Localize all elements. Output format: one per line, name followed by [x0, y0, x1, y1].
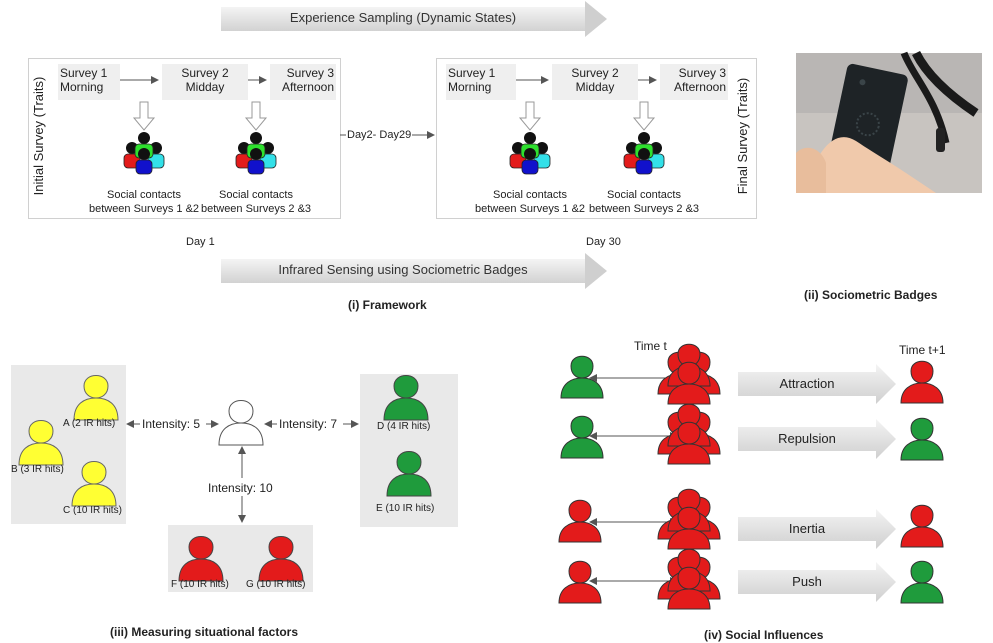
- day1-contacts-1: Social contacts between Surveys 1 &2: [84, 188, 204, 216]
- survey-title: Survey 2: [571, 66, 619, 80]
- contacts-line1: Social contacts: [607, 189, 681, 201]
- inertia-label: Inertia: [788, 521, 826, 536]
- day30-survey3: Survey 3 Afternoon: [660, 64, 728, 100]
- intensity-left-label: Intensity: 5: [142, 417, 201, 431]
- time-t1-label: Time t+1: [899, 343, 946, 357]
- label-c: C (10 IR hits): [63, 505, 122, 516]
- survey-time: Morning: [448, 80, 492, 94]
- survey-time: Morning: [60, 80, 104, 94]
- time-t-label: Time t: [634, 339, 667, 353]
- contacts-line1: Social contacts: [219, 189, 293, 201]
- label-g: G (10 IR hits): [246, 579, 306, 590]
- survey-time: Afternoon: [673, 80, 726, 94]
- label-d: D (4 IR hits): [377, 421, 431, 432]
- experience-sampling-label: Experience Sampling (Dynamic States): [289, 10, 517, 25]
- intensity-down-label: Intensity: 10: [208, 481, 273, 495]
- contacts-line1: Social contacts: [107, 189, 181, 201]
- contacts-line2: between Surveys 2 &3: [200, 203, 312, 215]
- day30-survey2: Survey 2 Midday: [552, 64, 638, 100]
- framework-caption: (i) Framework: [348, 298, 427, 312]
- intensity-right-label: Intensity: 7: [279, 417, 338, 431]
- survey-time: Afternoon: [281, 80, 334, 94]
- day30-contacts-2: Social contacts between Surveys 2 &3: [584, 188, 704, 216]
- survey-title: Survey 3: [286, 66, 334, 80]
- survey-time: Midday: [575, 80, 615, 94]
- push-label: Push: [792, 574, 822, 589]
- day30-contacts-1: Social contacts between Surveys 1 &2: [470, 188, 590, 216]
- situational-caption: (iii) Measuring situational factors: [110, 625, 299, 639]
- survey-title: Survey 1: [448, 66, 496, 80]
- day1-survey1: Survey 1 Morning: [58, 64, 120, 100]
- day1-contacts-2: Social contacts between Surveys 2 &3: [196, 188, 316, 216]
- infrared-sensing-arrow: Infrared Sensing using Sociometric Badge…: [221, 253, 607, 289]
- repulsion-row: [560, 404, 944, 464]
- label-a: A (2 IR hits): [63, 418, 116, 429]
- repulsion-label: Repulsion: [778, 431, 836, 446]
- survey-title: Survey 2: [181, 66, 229, 80]
- contacts-line2: between Surveys 1 &2: [474, 203, 586, 215]
- day1-survey3: Survey 3 Afternoon: [270, 64, 336, 100]
- influences-caption: (iv) Social Influences: [704, 628, 824, 642]
- survey-title: Survey 3: [678, 66, 726, 80]
- label-b: B (3 IR hits): [11, 464, 64, 475]
- infrared-sensing-label: Infrared Sensing using Sociometric Badge…: [278, 262, 528, 277]
- survey-time: Midday: [185, 80, 225, 94]
- contacts-line2: between Surveys 1 &2: [88, 203, 200, 215]
- framework-connectors: [120, 76, 665, 175]
- sociometric-badge-photo: [796, 50, 982, 193]
- contacts-line2: between Surveys 2 &3: [588, 203, 700, 215]
- day1-label: Day 1: [186, 236, 215, 248]
- label-e: E (10 IR hits): [376, 503, 435, 514]
- experience-sampling-arrow: Experience Sampling (Dynamic States): [221, 1, 607, 37]
- between-days-label: Day2- Day29: [347, 129, 412, 141]
- push-row: [558, 549, 944, 609]
- badges-caption: (ii) Sociometric Badges: [804, 288, 938, 302]
- attraction-row: [560, 344, 944, 404]
- day1-survey2: Survey 2 Midday: [162, 64, 248, 100]
- inertia-row: [558, 489, 944, 549]
- survey-title: Survey 1: [60, 66, 108, 80]
- contacts-line1: Social contacts: [493, 189, 567, 201]
- day30-survey1: Survey 1 Morning: [446, 64, 516, 100]
- day30-label: Day 30: [586, 236, 621, 248]
- label-f: F (10 IR hits): [171, 579, 229, 590]
- attraction-label: Attraction: [779, 376, 835, 391]
